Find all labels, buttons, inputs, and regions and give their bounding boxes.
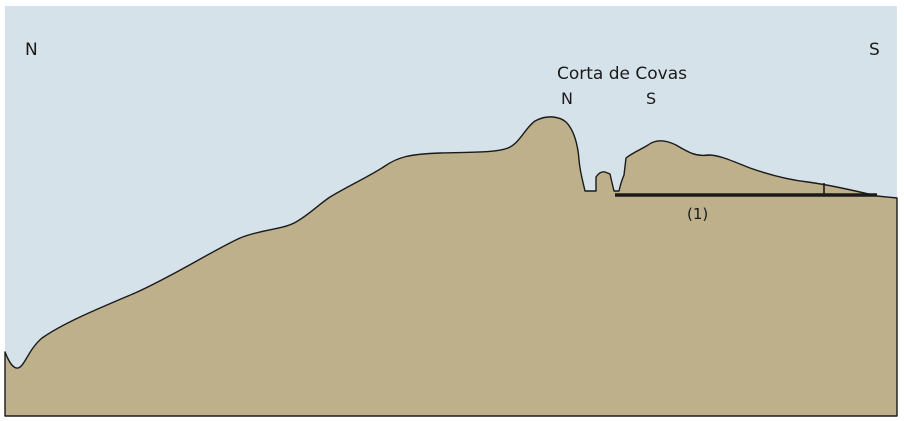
right-direction-label: S [869, 40, 880, 60]
site-south-label: S [646, 89, 656, 108]
site-name-label: Corta de Covas [557, 64, 687, 84]
gallery-marker-label: (1) [687, 205, 708, 223]
terrain-profile [4, 116, 898, 417]
site-north-label: N [561, 89, 573, 108]
left-direction-label: N [25, 40, 38, 60]
